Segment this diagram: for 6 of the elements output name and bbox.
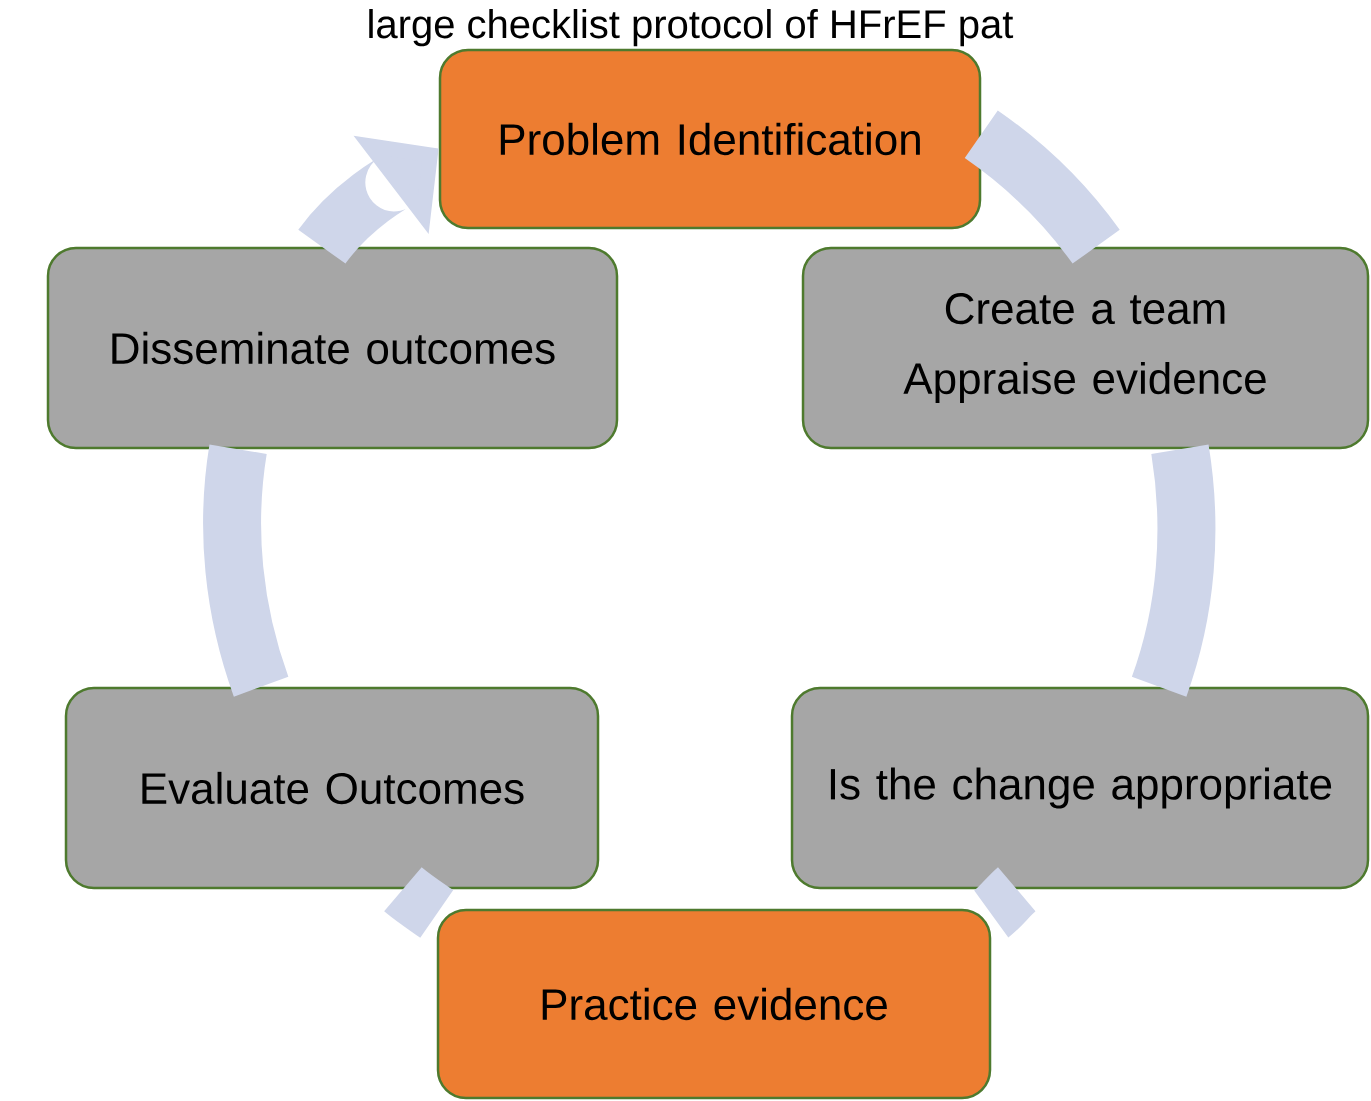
- process-box: Create a team Appraise evidence: [801, 246, 1370, 450]
- process-box: Disseminate outcomes: [46, 246, 619, 450]
- process-box: Is the change appropriate: [790, 686, 1370, 890]
- process-box: Problem Identification: [438, 48, 982, 230]
- process-box: Evaluate Outcomes: [64, 686, 600, 890]
- process-box: Practice evidence: [436, 908, 992, 1100]
